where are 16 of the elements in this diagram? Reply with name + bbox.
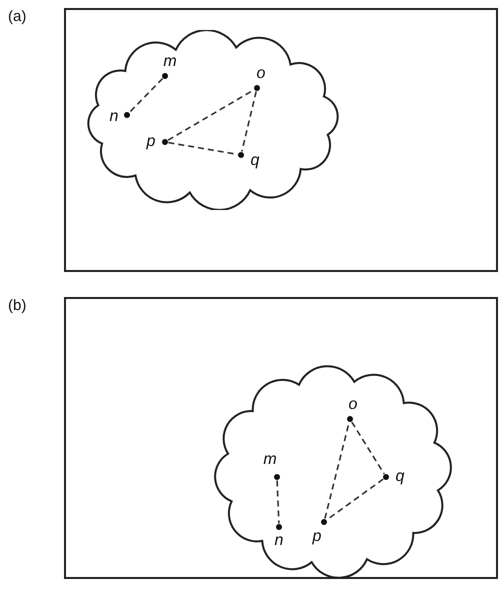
point-label: m [163, 53, 177, 71]
panel-label: (b) [8, 297, 26, 315]
point-label: n [108, 108, 120, 126]
point-label: n [274, 532, 284, 550]
dashed-line [128, 78, 164, 114]
dashed-line [351, 422, 385, 474]
point-label: p [145, 133, 156, 151]
point-label: p [311, 528, 322, 546]
point-label: q [394, 468, 406, 486]
point-label: o [256, 65, 266, 83]
point-label: m [263, 451, 277, 469]
point-label: q [250, 152, 260, 170]
dashed-line [276, 480, 280, 524]
dashed-line [241, 91, 257, 152]
panel-label: (a) [8, 8, 26, 26]
point-label: o [348, 396, 358, 414]
